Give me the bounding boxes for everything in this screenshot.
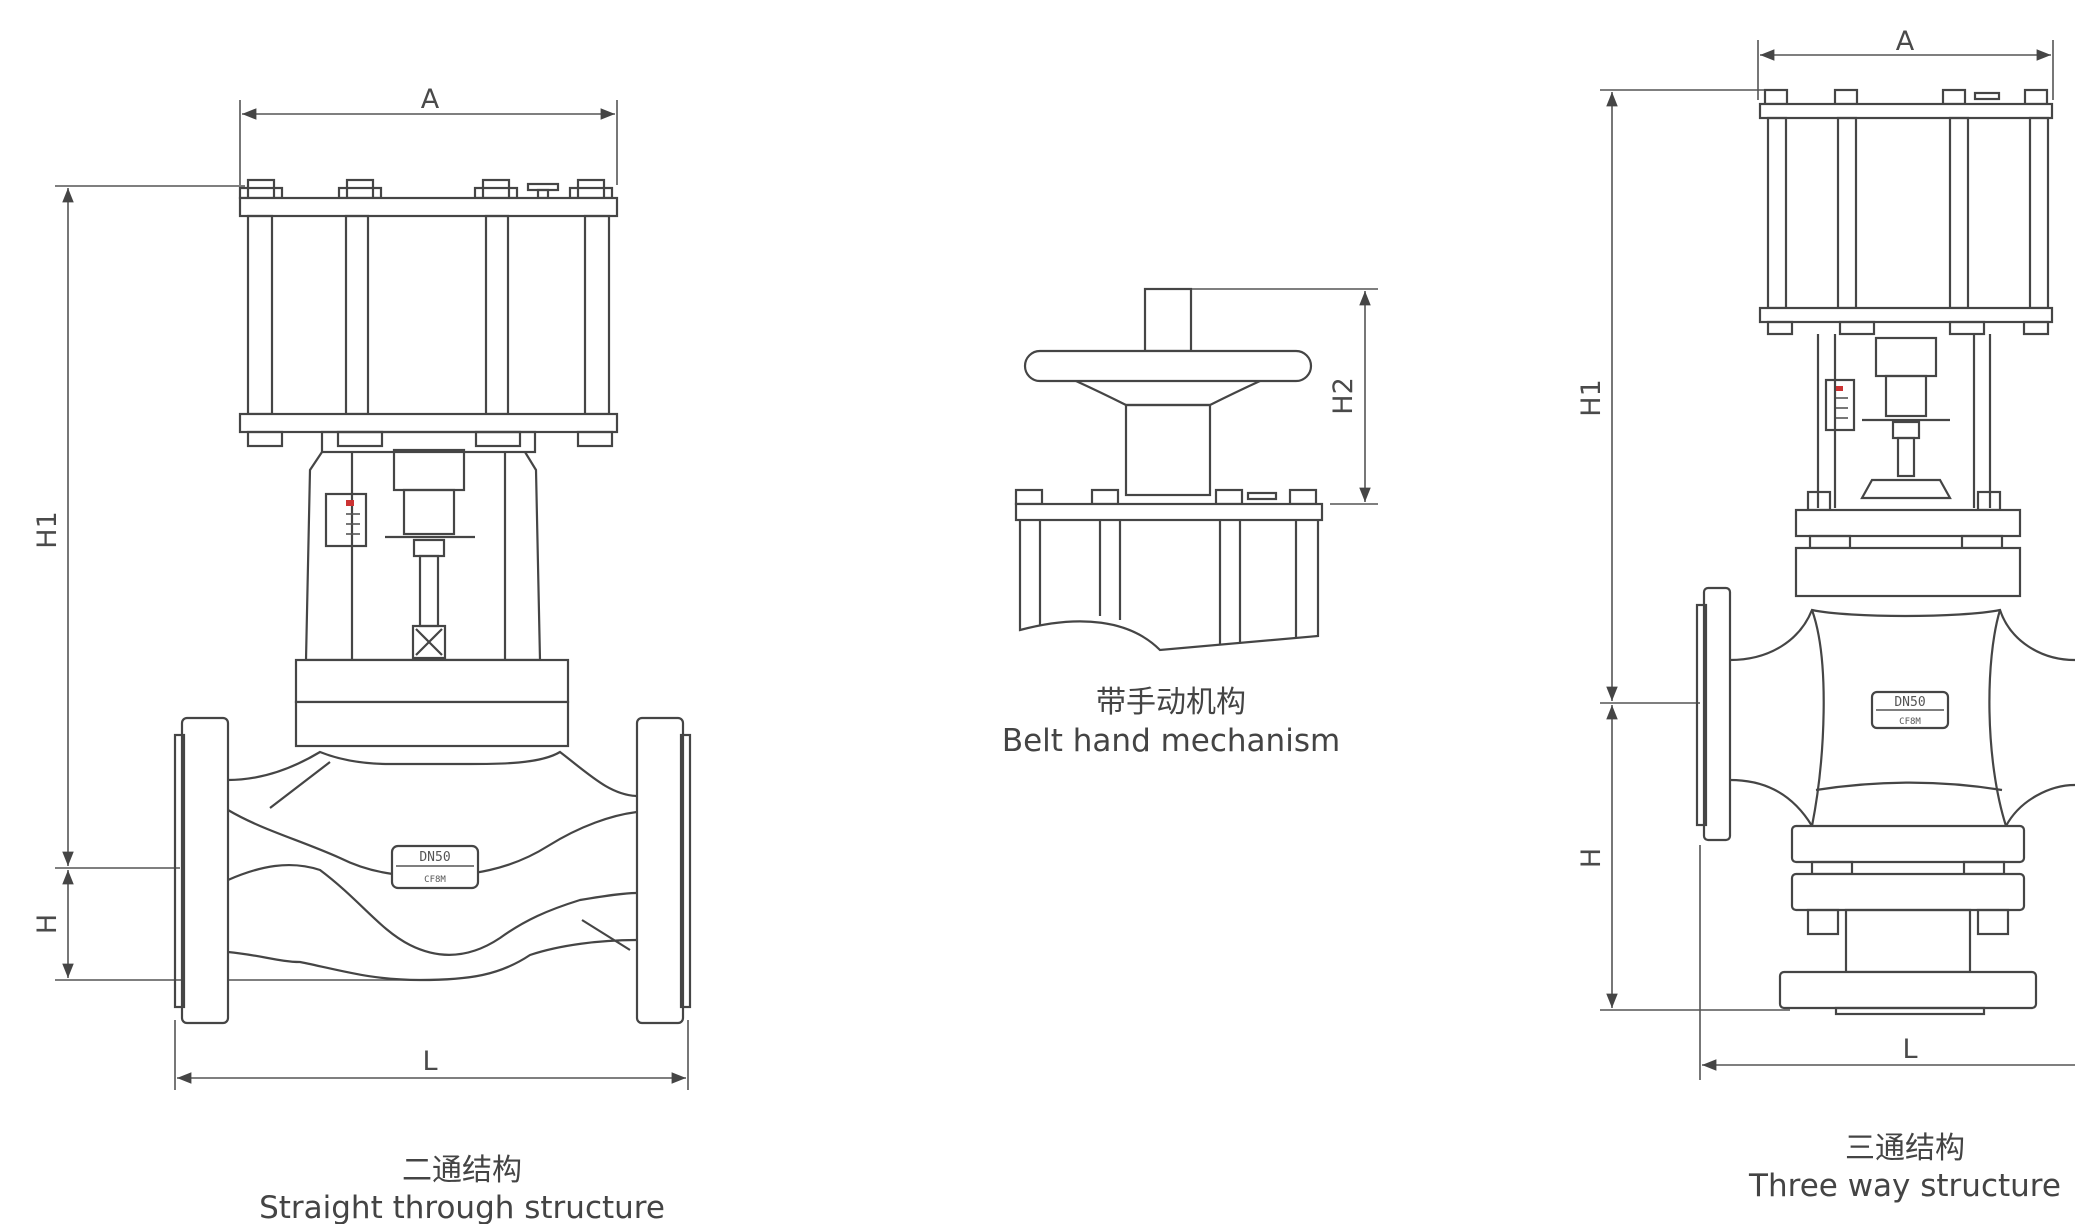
- figure-three-way: A H1 H L: [1576, 26, 2075, 1204]
- dim-label-h2: H2: [1328, 377, 1359, 414]
- caption-cn-hand: 带手动机构: [1096, 685, 1246, 720]
- plate-line1: DN50: [1894, 695, 1925, 710]
- figure-straight-through: A H1 H L: [32, 84, 692, 1224]
- dim-label-h: H: [1576, 848, 1607, 868]
- dimension-l-three-way: L: [1699, 845, 2075, 1080]
- dim-label-a: A: [421, 84, 440, 115]
- indicator-mark-icon: [346, 500, 354, 506]
- dimension-h2: H2: [1145, 288, 1378, 505]
- dimension-l-straight: L: [174, 1020, 689, 1090]
- caption-en-hand: Belt hand mechanism: [1002, 723, 1340, 759]
- dim-label-a: A: [1896, 26, 1915, 57]
- plate-line2: CF8M: [1899, 717, 1921, 727]
- dimension-h1-straight: H1: [32, 185, 245, 869]
- nameplate-straight: [390, 844, 480, 890]
- valve-bonnet-three-way: [1794, 334, 2022, 598]
- caption-en-straight: Straight through structure: [259, 1190, 665, 1224]
- dim-label-h1: H1: [32, 511, 63, 548]
- dimension-a-straight: A: [239, 84, 618, 185]
- valve-body-straight: DN50 CF8M: [173, 716, 692, 1025]
- figure-hand-mechanism: H2 带手动机构 Belt hand mechanism: [1002, 287, 1378, 759]
- dimension-h-three-way: H: [1576, 705, 1790, 1011]
- dimension-h1-three-way: H1: [1576, 89, 1765, 704]
- indicator-mark-icon: [1836, 386, 1843, 391]
- plate-line2: CF8M: [424, 875, 446, 885]
- hand-actuator-flange: [1014, 488, 1324, 652]
- valve-bonnet: [294, 448, 570, 748]
- pneumatic-actuator: [238, 178, 619, 454]
- handwheel: [1023, 287, 1313, 497]
- caption-en-three-way: Three way structure: [1748, 1168, 2061, 1204]
- dim-label-h: H: [32, 914, 63, 934]
- dimension-a-three-way: A: [1757, 26, 2054, 100]
- dim-label-l: L: [422, 1046, 437, 1077]
- dim-label-h1: H1: [1576, 379, 1607, 416]
- plate-line1: DN50: [419, 850, 450, 865]
- dim-label-l: L: [1902, 1034, 1917, 1065]
- caption-cn-straight: 二通结构: [402, 1153, 522, 1188]
- dimension-h-straight: H: [32, 870, 420, 981]
- pneumatic-actuator-three-way: [1758, 88, 2054, 336]
- caption-cn-three-way: 三通结构: [1845, 1131, 1965, 1166]
- valve-body-three-way: DN50 CF8M: [1695, 586, 2075, 1016]
